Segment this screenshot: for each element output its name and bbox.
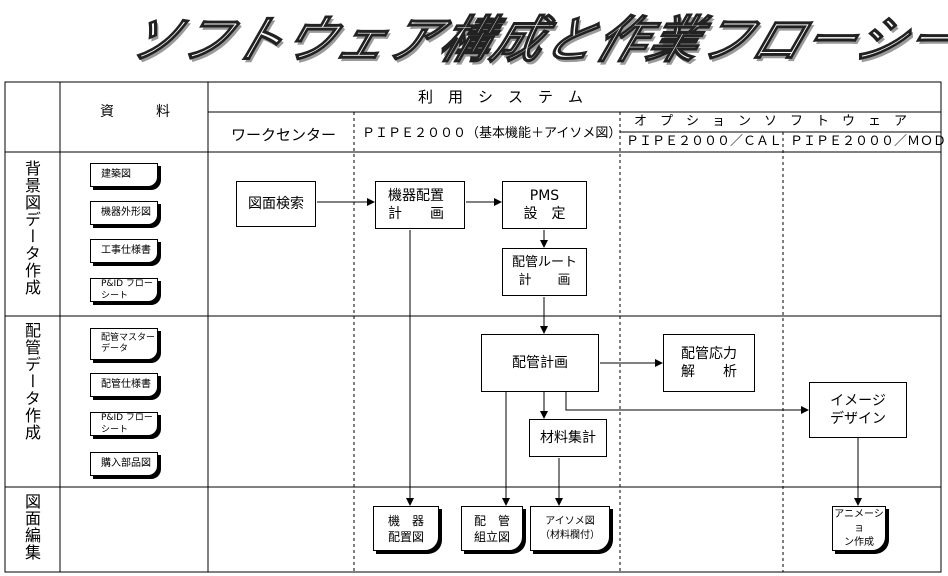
box-equipment-layout: 機器配置計 画 — [375, 181, 465, 229]
box-drawing-search: 図面検索 — [236, 181, 316, 227]
row-label-background: 背景図データ作成 — [22, 160, 41, 296]
doc-spec: 工事仕様書 — [90, 239, 158, 263]
doc-pid-flowsheet: P&ID フローシート — [90, 278, 158, 302]
box-stress-analysis: 配管応力解 析 — [663, 334, 755, 392]
doc-pid-flowsheet-2: P&ID フローシート — [90, 412, 158, 436]
row-label-piping: 配管データ作成 — [22, 322, 41, 441]
header-materials: 資 料 — [100, 104, 170, 120]
box-piping-plan: 配管計画 — [481, 334, 599, 392]
header-cal: ＰＩＰＥ２０００／ＣＡＬ — [626, 134, 783, 149]
row-label-drawing: 図面編集 — [22, 493, 41, 561]
header-option: オ プ シ ョ ン ソ フ ト ウ ェ ア — [634, 114, 908, 129]
box-material-total: 材料集計 — [529, 419, 607, 457]
box-pipe-route: 配管ルート計 画 — [502, 248, 587, 296]
out-equipment-layout-drawing: 機 器配置図 — [373, 506, 439, 551]
header-workcenter: ワークセンター — [231, 126, 337, 144]
box-image-design: イメージデザイン — [809, 382, 907, 438]
arrow-piping-to-image — [565, 392, 809, 414]
doc-purchased-parts: 購入部品図 — [90, 452, 158, 476]
out-pipe-assembly-drawing: 配 管組立図 — [461, 506, 523, 551]
header-pipe2000: ＰＩＰＥ２０００（基本機能＋アイソメ図） — [362, 126, 622, 141]
out-isometric-drawing: アイソメ図（材料欄付） — [530, 506, 610, 551]
doc-equipment-outline: 機器外形図 — [90, 201, 158, 225]
doc-pipe-master: 配管マスターデータ — [90, 328, 158, 360]
doc-architectural: 建築図 — [90, 163, 158, 187]
header-mod: ＰＩＰＥ２０００／ＭＯＤ — [790, 134, 947, 149]
header-system-use: 利 用 シ ス テ ム — [418, 88, 584, 106]
outer-frame — [4, 81, 942, 573]
doc-pipe-spec: 配管仕様書 — [90, 373, 158, 397]
out-animation: アニメーション作成 — [832, 506, 886, 551]
